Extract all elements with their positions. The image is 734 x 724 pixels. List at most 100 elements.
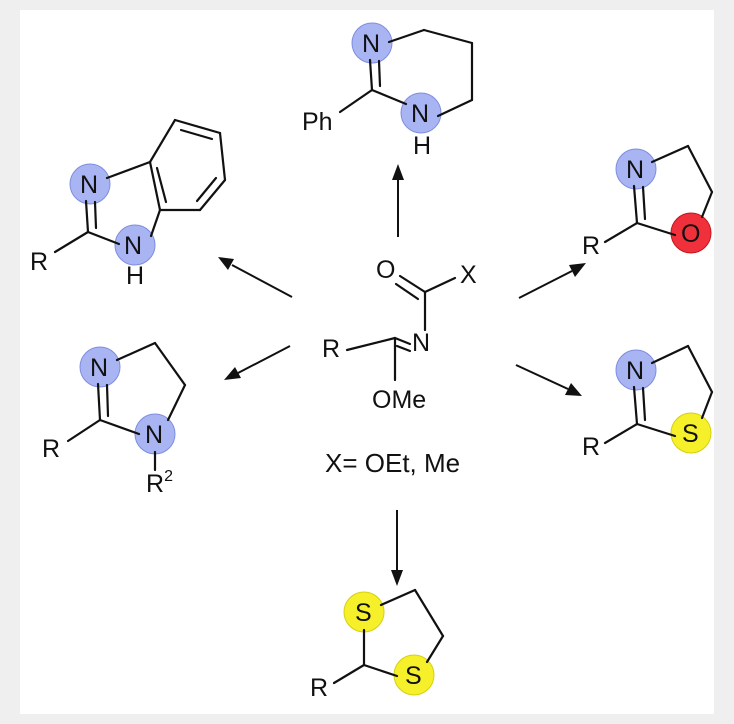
thiazoline-product: N S R	[582, 344, 714, 461]
ring-double-bond-2	[641, 185, 647, 221]
atom-label-h: H	[413, 132, 431, 160]
central-reagent: O X N R OMe X= OEt, Me	[322, 256, 477, 478]
ring-double-bond-2	[641, 386, 647, 422]
atom-label-s: S	[405, 662, 422, 690]
atom-label-n: N	[411, 100, 429, 128]
benzo-bond	[148, 118, 177, 164]
ring-bond	[166, 383, 187, 422]
ring-double-bond-1	[84, 199, 90, 234]
bond-to-phenyl	[338, 88, 374, 114]
bond-c-o-1	[398, 274, 427, 294]
bond-to-r	[53, 230, 90, 254]
bond-c-x	[423, 276, 457, 294]
ring-bond	[700, 190, 714, 219]
substituent-label-r: R	[310, 674, 328, 702]
sulfur-highlight	[670, 412, 712, 454]
ring-bond	[153, 341, 187, 387]
bond-to-r	[332, 663, 366, 685]
ring-double-bond-1	[96, 382, 102, 422]
imidazoline-product: N N R R2	[42, 341, 187, 498]
ring-bond	[422, 28, 474, 45]
atom-label-s: S	[682, 420, 699, 448]
arrow-lower-left	[224, 345, 291, 380]
ring-bond	[86, 230, 121, 246]
bond-to-r	[603, 422, 639, 445]
ring-bond	[362, 663, 399, 678]
ring-double-bond-1	[632, 385, 639, 426]
benzo-bond	[198, 178, 227, 212]
nitrogen-highlight	[69, 163, 111, 205]
benzo-inner-bond	[195, 176, 218, 203]
bond-c-n-2	[395, 344, 412, 353]
ring-bond	[635, 221, 677, 237]
ring-double-bond-2	[377, 59, 382, 88]
arrow-lower-right	[515, 364, 582, 396]
ring-bond	[387, 28, 426, 44]
atom-label-x: X	[460, 261, 477, 289]
ring-bond	[115, 341, 157, 362]
atom-label-h: H	[126, 262, 144, 290]
bond-r-c	[345, 336, 397, 352]
tetrahydropyrimidine-product: N N H Ph	[302, 22, 474, 160]
ring-bond	[700, 390, 714, 420]
ring-bond	[686, 344, 714, 394]
nitrogen-highlight	[79, 346, 121, 388]
substituent-label-r: R	[30, 248, 48, 276]
atom-label-n: N	[80, 171, 98, 199]
dithiolane-product: S S R	[310, 588, 445, 702]
benzimidazole-product: N N H R	[30, 118, 227, 290]
ring-bond	[370, 88, 408, 106]
atom-label-o: O	[376, 256, 395, 284]
atom-label-n: N	[124, 232, 142, 260]
substituent-label-r: R	[582, 232, 600, 260]
benzo-bond	[218, 131, 227, 182]
substituent-label-r: R	[582, 433, 600, 461]
arrow-down	[391, 510, 403, 586]
benzo-inner-bond	[155, 166, 168, 204]
ring-double-bond-1	[368, 58, 374, 92]
reaction-arrows	[218, 164, 586, 586]
arrow-upper-left	[218, 257, 293, 298]
ring-double-bond-2	[105, 383, 110, 418]
ring-bond	[650, 344, 690, 365]
nitrogen-highlight	[114, 224, 156, 266]
atom-label-n: N	[626, 156, 644, 184]
benzo-inner-bond	[179, 128, 214, 141]
nitrogen-highlight	[615, 148, 657, 190]
ring-bond	[436, 98, 474, 118]
substituent-label-r2: R2	[146, 468, 173, 498]
atom-label-n: N	[626, 357, 644, 385]
atom-label-o: O	[681, 220, 700, 248]
nitrogen-highlight	[400, 92, 442, 134]
arrow-up	[392, 164, 404, 237]
ring-bond	[650, 144, 690, 164]
bond-to-r	[66, 418, 102, 443]
ring-double-bond-2	[93, 200, 98, 230]
atom-label-r: R	[322, 335, 340, 363]
substituent-label-r: R	[42, 435, 60, 463]
ring-bond	[105, 160, 152, 180]
atom-label-n: N	[90, 354, 108, 382]
bond-c-n-1	[393, 336, 412, 346]
atom-label-ome: OMe	[372, 386, 426, 414]
ring-bond	[425, 634, 445, 664]
atom-label-s: S	[355, 599, 372, 627]
bond-c-o-2	[394, 282, 420, 301]
atom-label-n: N	[412, 329, 430, 357]
oxazoline-product: N O R	[582, 144, 714, 260]
atom-label-n: N	[145, 421, 163, 449]
fused-bond	[148, 160, 162, 212]
ring-double-bond-1	[632, 184, 639, 225]
ring-bond	[379, 588, 417, 607]
arrow-upper-right	[518, 263, 586, 299]
bond-to-r	[603, 221, 639, 244]
atom-label-n: N	[362, 30, 380, 58]
ring-bond	[686, 144, 714, 194]
ring-bond	[98, 418, 141, 436]
ring-bond	[635, 422, 677, 438]
ring-bond	[149, 208, 162, 238]
substituent-label-ph: Ph	[302, 108, 333, 136]
benzo-bond	[173, 118, 222, 135]
nitrogen-highlight	[615, 349, 657, 391]
